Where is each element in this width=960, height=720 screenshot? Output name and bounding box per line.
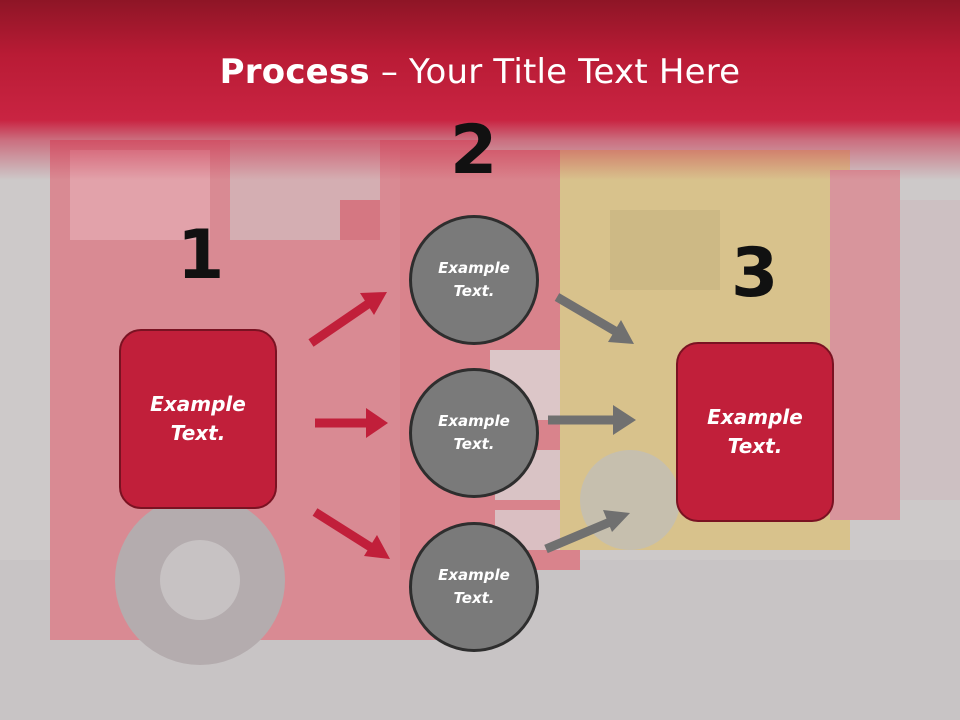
slide-title: Process – Your Title Text Here <box>0 52 960 92</box>
step-3-box[interactable]: Example Text. <box>676 342 834 522</box>
step-number-1: 1 <box>177 216 225 295</box>
red-arrow-right <box>315 408 388 438</box>
title-bold: Process <box>219 52 370 92</box>
gray-arrow-down <box>554 293 634 344</box>
red-arrow-down <box>312 508 390 559</box>
title-rest: Your Title Text Here <box>409 52 741 92</box>
title-separator: – <box>369 52 410 92</box>
step-2-bottom-text: Example Text. <box>438 566 510 607</box>
step-2-top-text: Example Text. <box>438 259 510 300</box>
step-1-text: Example Text. <box>150 392 246 445</box>
step-2-middle-text: Example Text. <box>438 412 510 453</box>
step-1-box[interactable]: Example Text. <box>119 329 277 509</box>
step-3-text: Example Text. <box>707 405 803 458</box>
gray-arrow-right <box>548 405 636 435</box>
title-bar <box>0 0 960 180</box>
step-2-circle-top[interactable]: Example Text. <box>409 215 539 345</box>
red-arrow-up <box>308 292 387 347</box>
step-number-3: 3 <box>731 234 779 313</box>
step-number-2: 2 <box>450 111 498 190</box>
step-2-circle-middle[interactable]: Example Text. <box>409 368 539 498</box>
step-2-circle-bottom[interactable]: Example Text. <box>409 522 539 652</box>
gray-arrow-up <box>544 510 630 554</box>
